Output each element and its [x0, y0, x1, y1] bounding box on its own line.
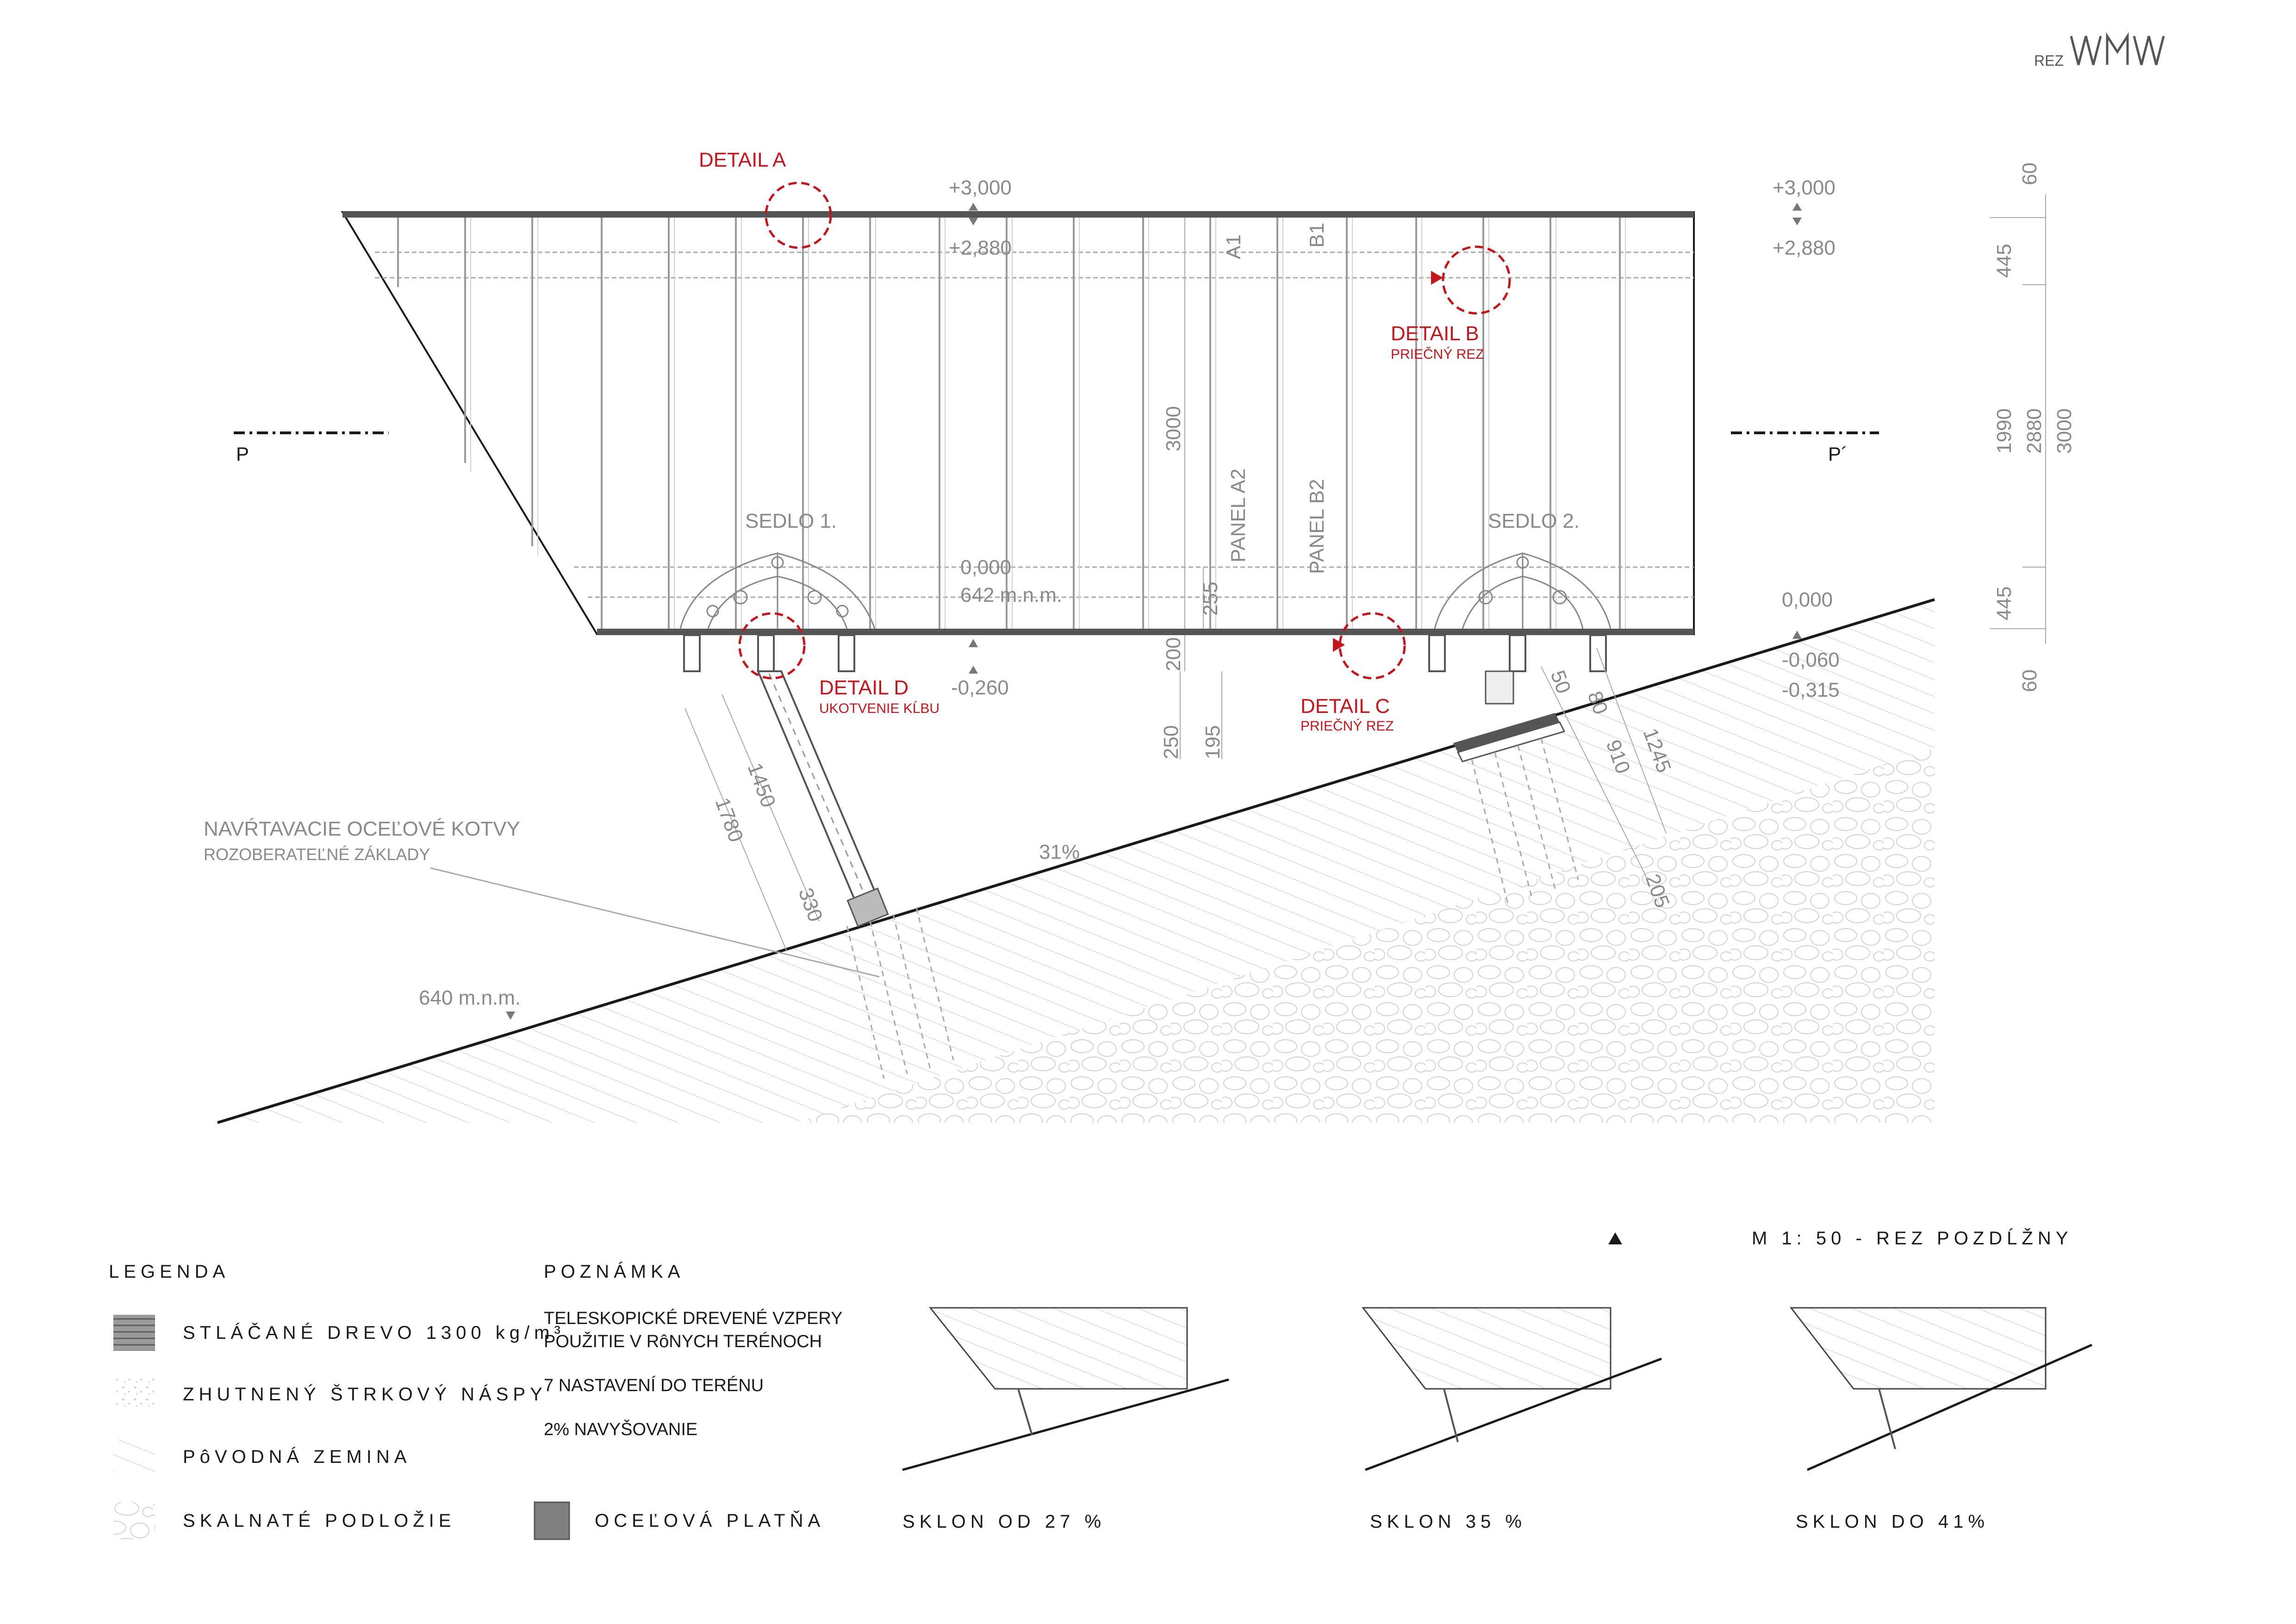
- cabin-body: [341, 211, 1695, 635]
- svg-text:195: 195: [1201, 725, 1224, 759]
- level-marks: +3,000 +2,880 +3,000 +2,880 0,000 642 m.…: [419, 176, 1840, 1020]
- svg-text:OCEĽOVÁ PLATŇA: OCEĽOVÁ PLATŇA: [595, 1510, 825, 1531]
- svg-text:1990: 1990: [1993, 408, 2016, 454]
- svg-text:P: P: [236, 443, 249, 465]
- saddle-1: [679, 552, 876, 629]
- svg-text:50: 50: [1546, 668, 1575, 697]
- svg-text:SKALNATÉ PODLOŽIE: SKALNATÉ PODLOŽIE: [183, 1510, 455, 1531]
- north-arrow-icon: [1608, 1232, 1622, 1244]
- view-label: REZ: [2034, 52, 2064, 69]
- saddle-2-label: SEDLO 2.: [1488, 510, 1580, 532]
- note: POZNÁMKA TELESKOPICKÉ DREVENÉ VZPERY POU…: [544, 1261, 843, 1439]
- svg-text:1450: 1450: [743, 760, 780, 811]
- svg-text:445: 445: [1993, 244, 2016, 278]
- terrain-line: [217, 598, 1935, 1124]
- panel-b1-label: B1: [1306, 223, 1328, 248]
- svg-text:TELESKOPICKÉ DREVENÉ VZPERY: TELESKOPICKÉ DREVENÉ VZPERY: [544, 1308, 843, 1328]
- detail-a-marker[interactable]: DETAIL A: [699, 149, 832, 249]
- svg-text:330: 330: [794, 885, 827, 925]
- svg-text:DETAIL C: DETAIL C: [1300, 695, 1390, 718]
- svg-text:SKLON 35 %: SKLON 35 %: [1370, 1512, 1526, 1532]
- right-anchorage: [1453, 670, 1579, 908]
- legend: LEGENDA STLÁČANÉ DREVO 1300 kg/m³ ZHUTNE…: [109, 1262, 825, 1540]
- svg-text:+3,000: +3,000: [949, 176, 1012, 199]
- telescopic-strut: [756, 670, 954, 1079]
- svg-text:NAVŔTAVACIE OCEĽOVÉ KOTVY: NAVŔTAVACIE OCEĽOVÉ KOTVY: [204, 818, 520, 840]
- svg-text:DETAIL D: DETAIL D: [819, 676, 908, 699]
- scale-label: M 1: 50 - REZ POZDĹŽNY: [1752, 1228, 2072, 1249]
- svg-text:POUŽITIE V RôNYCH TERÉNOCH: POUŽITIE V RôNYCH TERÉNOCH: [544, 1331, 822, 1351]
- svg-text:+2,880: +2,880: [1773, 237, 1836, 259]
- svg-text:PôVODNÁ ZEMINA: PôVODNÁ ZEMINA: [183, 1446, 411, 1467]
- svg-text:SKLON DO 41%: SKLON DO 41%: [1796, 1512, 1989, 1532]
- detail-c-marker[interactable]: DETAIL C PRIEČNÝ REZ: [1300, 612, 1406, 734]
- svg-text:SKLON OD 27 %: SKLON OD 27 %: [902, 1512, 1106, 1532]
- compressed-wood-swatch: [113, 1315, 155, 1351]
- svg-text:-0,260: -0,260: [951, 676, 1009, 699]
- rock-bedrock: [796, 748, 1935, 1123]
- panel-b2-label: PANEL B2: [1306, 479, 1328, 574]
- svg-text:642 m.n.m.: 642 m.n.m.: [960, 584, 1062, 606]
- svg-text:DETAIL B: DETAIL B: [1391, 322, 1479, 345]
- saddle-1-label: SEDLO 1.: [745, 510, 837, 532]
- panel-a2-label: PANEL A2: [1227, 468, 1250, 562]
- svg-text:3000: 3000: [1162, 406, 1185, 451]
- svg-text:250: 250: [1160, 725, 1182, 759]
- svg-text:LEGENDA: LEGENDA: [109, 1262, 230, 1282]
- svg-text:200: 200: [1162, 637, 1185, 671]
- svg-text:UKOTVENIE KĹBU: UKOTVENIE KĹBU: [819, 701, 940, 716]
- detail-b-marker[interactable]: DETAIL B PRIEČNÝ REZ: [1391, 245, 1511, 362]
- svg-text:STLÁČANÉ DREVO 1300 kg/m³: STLÁČANÉ DREVO 1300 kg/m³: [183, 1322, 565, 1343]
- steel-plate-swatch: [534, 1501, 570, 1540]
- slope-label: 31%: [1039, 841, 1080, 863]
- svg-text:POZNÁMKA: POZNÁMKA: [544, 1261, 684, 1282]
- panel-a1-label: A1: [1222, 234, 1245, 259]
- svg-text:1780: 1780: [711, 795, 748, 845]
- slope-diagram-27: SKLON OD 27 %: [902, 1307, 1229, 1532]
- svg-text:7 NASTAVENÍ DO TERÉNU: 7 NASTAVENÍ DO TERÉNU: [544, 1375, 764, 1395]
- anchors-callout: NAVŔTAVACIE OCEĽOVÉ KOTVY ROZOBERATEĽNÉ …: [204, 818, 880, 978]
- svg-text:0,000: 0,000: [960, 556, 1011, 579]
- svg-text:3000: 3000: [2053, 408, 2076, 454]
- svg-text:640 m.n.m.: 640 m.n.m.: [419, 987, 521, 1009]
- svg-text:PRIEČNÝ REZ: PRIEČNÝ REZ: [1391, 346, 1484, 362]
- svg-text:-0,060: -0,060: [1782, 649, 1840, 671]
- svg-text:ZHUTNENÝ ŠTRKOVÝ NÁSPY: ZHUTNENÝ ŠTRKOVÝ NÁSPY: [183, 1384, 547, 1405]
- svg-text:2% NAVYŠOVANIE: 2% NAVYŠOVANIE: [544, 1419, 697, 1439]
- rock-swatch: [113, 1502, 155, 1539]
- svg-text:PRIEČNÝ REZ: PRIEČNÝ REZ: [1300, 718, 1394, 734]
- svg-text:445: 445: [1993, 587, 2016, 620]
- section-mark-right: P´: [1731, 431, 1879, 465]
- svg-text:2880: 2880: [2023, 408, 2046, 454]
- saddle-2: [1434, 552, 1612, 629]
- svg-text:+2,880: +2,880: [949, 237, 1012, 259]
- gravel-swatch: [113, 1377, 155, 1410]
- svg-text:60: 60: [2018, 162, 2041, 185]
- svg-text:0,000: 0,000: [1782, 588, 1833, 611]
- slope-diagram-41: SKLON DO 41%: [1789, 1307, 2093, 1532]
- deck-feet: [683, 634, 1607, 672]
- svg-text:DETAIL A: DETAIL A: [699, 149, 786, 171]
- svg-text:60: 60: [2018, 669, 2041, 692]
- svg-text:P´: P´: [1828, 443, 1848, 465]
- slope-diagram-35: SKLON 35 %: [1361, 1307, 1662, 1532]
- svg-text:ROZOBERATEĽNÉ ZÁKLADY: ROZOBERATEĽNÉ ZÁKLADY: [204, 845, 430, 864]
- svg-text:+3,000: +3,000: [1773, 176, 1836, 199]
- detail-d-marker[interactable]: DETAIL D UKOTVENIE KĹBU: [738, 612, 940, 716]
- section-mark-left: P: [234, 431, 389, 465]
- svg-text:-0,315: -0,315: [1782, 679, 1840, 701]
- logo: [2070, 32, 2165, 65]
- soil-swatch: [113, 1440, 155, 1472]
- svg-text:255: 255: [1199, 582, 1222, 616]
